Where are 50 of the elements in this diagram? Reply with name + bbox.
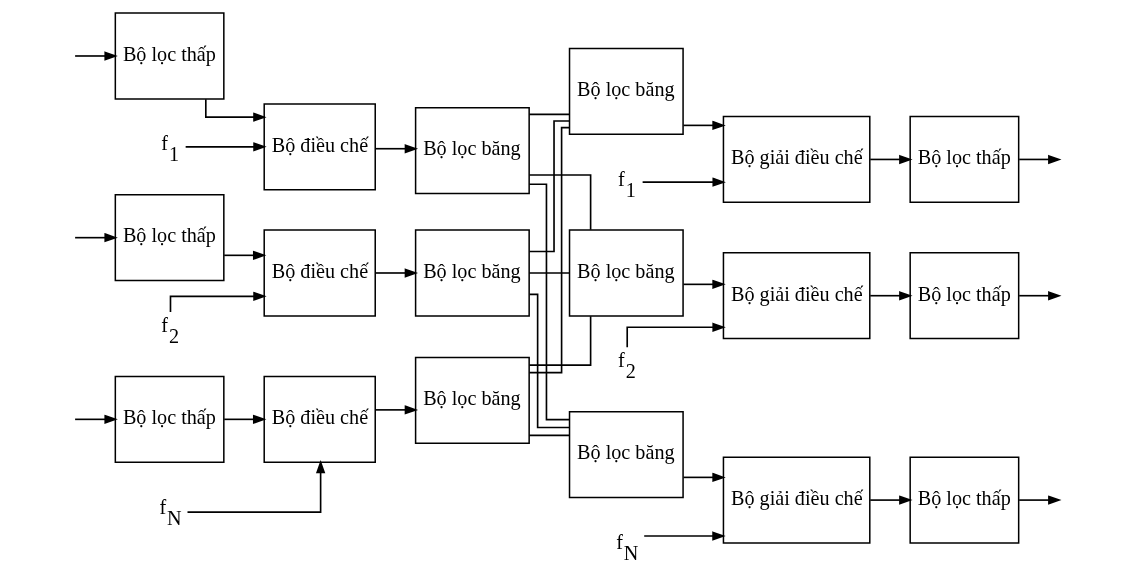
arrow: [868, 495, 913, 505]
node-box: Bộ lọc băng: [568, 47, 684, 135]
node-box: Bộ lọc thấp: [908, 456, 1019, 544]
node-box: Bộ lọc thấp: [908, 252, 1019, 340]
arrow: [868, 291, 913, 301]
arrow: [222, 250, 266, 260]
arrow: [641, 177, 726, 187]
arrow: [204, 98, 267, 122]
node-box: Bộ lọc băng: [568, 411, 684, 499]
arrow: [1017, 154, 1061, 165]
connector: [527, 434, 570, 437]
connector: [528, 174, 591, 231]
connector: [527, 113, 570, 116]
arrow: [73, 414, 118, 425]
node-box: Bộ giải điều chế: [722, 252, 871, 340]
connector: [528, 315, 591, 366]
arrow: [868, 154, 913, 165]
node-box: Bộ lọc băng: [568, 229, 684, 317]
arrow: [373, 268, 418, 278]
arrow: [625, 322, 726, 349]
node-box: Bộ lọc băng: [414, 229, 530, 317]
arrow: [73, 51, 118, 61]
node-box: Bộ lọc thấp: [114, 375, 225, 463]
node-box: Bộ lọc thấp: [114, 194, 225, 282]
arrow: [222, 414, 266, 425]
node-box: Bộ lọc thấp: [908, 115, 1019, 204]
node-box: Bộ giải điều chế: [722, 115, 871, 204]
arrow: [682, 120, 726, 131]
connector: [527, 272, 570, 274]
connector: [528, 126, 570, 374]
arrow: [184, 142, 267, 152]
node-box: Bộ điều chế: [262, 229, 376, 317]
node-box: Bộ điều chế: [262, 375, 376, 463]
node-box: Bộ giải điều chế: [722, 456, 871, 544]
arrow: [1017, 495, 1061, 505]
node-box: Bộ lọc băng: [414, 356, 530, 445]
node-box: Bộ lọc băng: [414, 106, 530, 195]
arrow: [682, 472, 726, 483]
arrow: [373, 405, 418, 415]
arrow: [186, 459, 325, 513]
connector: [528, 293, 570, 429]
connector: [527, 183, 570, 421]
node-box: Bộ lọc thấp: [114, 12, 225, 100]
connector: [528, 120, 570, 253]
arrow: [373, 144, 418, 154]
arrow: [1017, 291, 1061, 301]
arrow: [682, 279, 726, 290]
node-box: Bộ điều chế: [262, 103, 376, 191]
arrow: [73, 232, 118, 243]
arrow: [642, 531, 726, 541]
